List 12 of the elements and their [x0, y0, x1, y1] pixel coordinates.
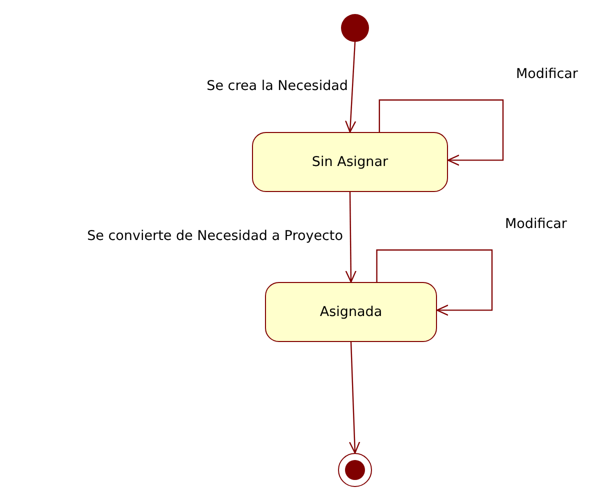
state-box: [252, 132, 448, 192]
initial-state-dot: [341, 14, 369, 42]
transition-arrow: [345, 192, 356, 283]
transition-arrow: [376, 249, 493, 316]
final-state-circle: [338, 453, 372, 487]
state-box: [265, 282, 437, 342]
state-name: Sin Asignar: [312, 154, 388, 170]
state-name: Asignada: [320, 304, 382, 320]
transition-arrow: [349, 342, 360, 454]
transition-arrow: [378, 99, 504, 166]
transition-arrow: [345, 42, 356, 133]
edge-label: Se convierte de Necesidad a Proyecto: [86, 228, 344, 244]
